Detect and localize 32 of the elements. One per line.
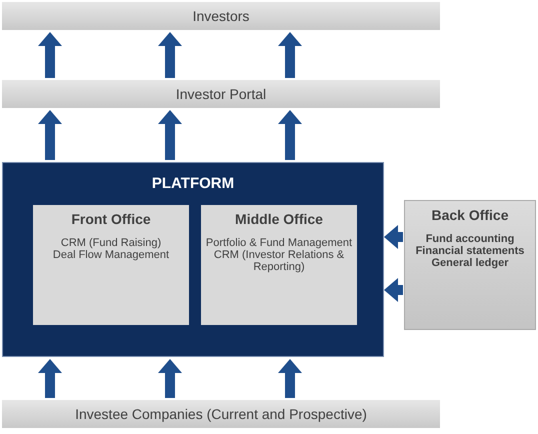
arrow: [158, 32, 182, 78]
bar-box: [2, 400, 440, 428]
arrow: [384, 278, 403, 302]
item-text: Portfolio & Fund Management: [206, 237, 352, 249]
heading-text: Investee Companies (Current and Prospective): [75, 406, 367, 422]
heading-text: Investors: [192, 8, 250, 24]
item-text: Deal Flow Management: [52, 249, 170, 261]
arrow: [278, 32, 302, 78]
arrow: [158, 110, 182, 160]
item-text: CRM (Investor Relations & Reporting): [212, 249, 346, 273]
arrow: [38, 110, 62, 160]
heading-text: Back Office: [431, 207, 509, 223]
item-text: General ledger: [431, 257, 509, 269]
item-text: Fund accounting: [426, 233, 514, 245]
heading-text: Investor Portal: [176, 86, 266, 102]
bar-box: [2, 80, 440, 108]
arrow: [38, 359, 62, 398]
arrow: [278, 359, 302, 398]
heading-text: Middle Office: [235, 211, 323, 227]
back-office-box: [404, 200, 536, 330]
arrow: [384, 225, 403, 249]
heading-text: PLATFORM: [152, 175, 234, 192]
item-text: Financial statements: [416, 245, 524, 257]
heading-text: Front Office: [71, 211, 151, 227]
platform-panel: [2, 162, 384, 357]
bar-box: [2, 2, 440, 30]
item-text: CRM (Fund Raising): [60, 237, 162, 249]
arrow: [278, 110, 302, 160]
arrow: [158, 359, 182, 398]
arrow: [38, 32, 62, 78]
office-box: [33, 205, 189, 325]
office-box: [201, 205, 357, 325]
